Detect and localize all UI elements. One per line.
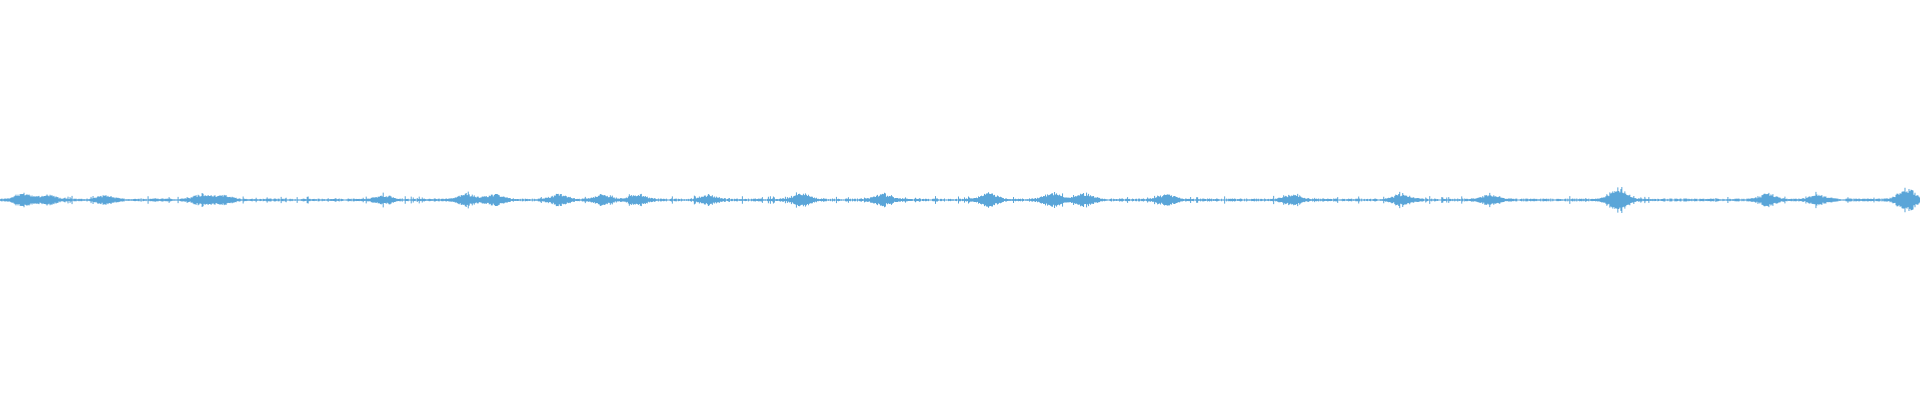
waveform-trace [0,186,1920,214]
